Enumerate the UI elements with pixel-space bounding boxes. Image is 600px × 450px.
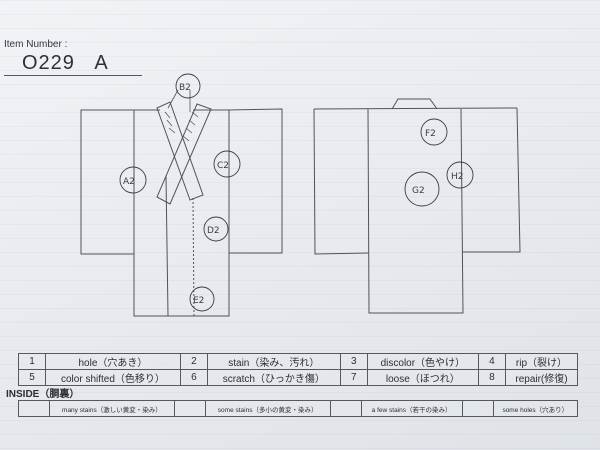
inside-checkbox-many-stains[interactable] — [18, 400, 50, 417]
inside-checkbox-few-stains[interactable] — [329, 400, 362, 417]
mark-D2: D2 — [203, 216, 229, 242]
item-number-label: Item Number : — [4, 39, 68, 50]
legend-row: 1 hole（穴あき） 2 stain（染み、汚れ） 3 discolor（色や… — [18, 353, 579, 370]
back-collar — [391, 98, 438, 110]
svg-text:F2: F2 — [425, 129, 436, 139]
item-number-underline — [4, 75, 142, 76]
collar-hatching — [164, 111, 199, 142]
inside-option-label: a few stains（若干の染み） — [360, 400, 463, 417]
inside-option-label: some stains（多小の黄変・染み） — [204, 400, 331, 417]
legend-label: scratch（ひっかき傷） — [206, 369, 341, 386]
svg-text:E2: E2 — [193, 296, 204, 306]
item-number-value: O229 A — [22, 52, 109, 74]
legend-num: 8 — [477, 369, 506, 386]
mark-C2: C2 — [213, 150, 241, 178]
legend-label: color shifted（色移り） — [45, 369, 181, 386]
front-collar-right — [156, 101, 204, 201]
mark-H2: H2 — [446, 161, 474, 189]
damage-legend-table: 1 hole（穴あき） 2 stain（染み、汚れ） 3 discolor（色や… — [18, 353, 579, 386]
mark-G2: G2 — [404, 171, 440, 207]
svg-text:G2: G2 — [412, 186, 425, 196]
legend-label: stain（染み、汚れ） — [206, 353, 341, 370]
front-marks: A2 B2 C2 D2 E2 — [119, 73, 241, 312]
front-body — [133, 110, 230, 317]
inside-row: many stains（激しい黄変・染み） some stains（多小の黄変・… — [18, 400, 579, 417]
inside-section-title: INSIDE（胴裏） — [6, 389, 80, 400]
svg-text:H2: H2 — [451, 172, 464, 182]
mark-F2: F2 — [420, 118, 448, 146]
inside-condition-table: many stains（激しい黄変・染み） some stains（多小の黄変・… — [18, 400, 579, 417]
kimono-back-view — [313, 98, 521, 314]
mark-B2: B2 — [175, 73, 201, 99]
svg-text:B2: B2 — [179, 83, 191, 93]
legend-label: hole（穴あき） — [45, 353, 181, 370]
legend-label: loose（ほつれ） — [366, 369, 479, 386]
back-left-sleeve — [313, 108, 370, 255]
front-collar-left — [156, 103, 212, 205]
legend-label: discolor（色やけ） — [366, 353, 479, 370]
kimono-front-view — [80, 89, 283, 317]
legend-num: 7 — [339, 369, 368, 386]
mark-A2: A2 — [119, 166, 147, 194]
front-left-sleeve — [80, 109, 134, 255]
legend-num: 1 — [18, 353, 46, 370]
mark-E2: E2 — [189, 286, 215, 312]
back-right-sleeve — [462, 107, 521, 253]
inside-option-label: some holes（穴あり） — [492, 400, 579, 417]
legend-num: 2 — [179, 353, 208, 370]
legend-num: 5 — [18, 369, 46, 386]
legend-row: 5 color shifted（色移り） 6 scratch（ひっかき傷） 7 … — [18, 369, 579, 386]
inside-checkbox-some-stains[interactable] — [173, 400, 206, 417]
legend-label: repair(修復) — [504, 369, 579, 386]
legend-num: 4 — [477, 353, 506, 370]
back-body — [367, 108, 464, 314]
back-marks: F2 G2 H2 — [404, 118, 474, 207]
legend-num: 6 — [179, 369, 208, 386]
svg-text:C2: C2 — [217, 161, 229, 171]
legend-num: 3 — [339, 353, 368, 370]
svg-text:D2: D2 — [207, 226, 220, 236]
inside-option-label: many stains（激しい黄変・染み） — [49, 400, 175, 417]
inside-checkbox-some-holes[interactable] — [461, 400, 494, 417]
legend-label: rip（裂け） — [504, 353, 579, 370]
front-right-sleeve — [227, 108, 283, 254]
svg-text:A2: A2 — [123, 177, 135, 187]
